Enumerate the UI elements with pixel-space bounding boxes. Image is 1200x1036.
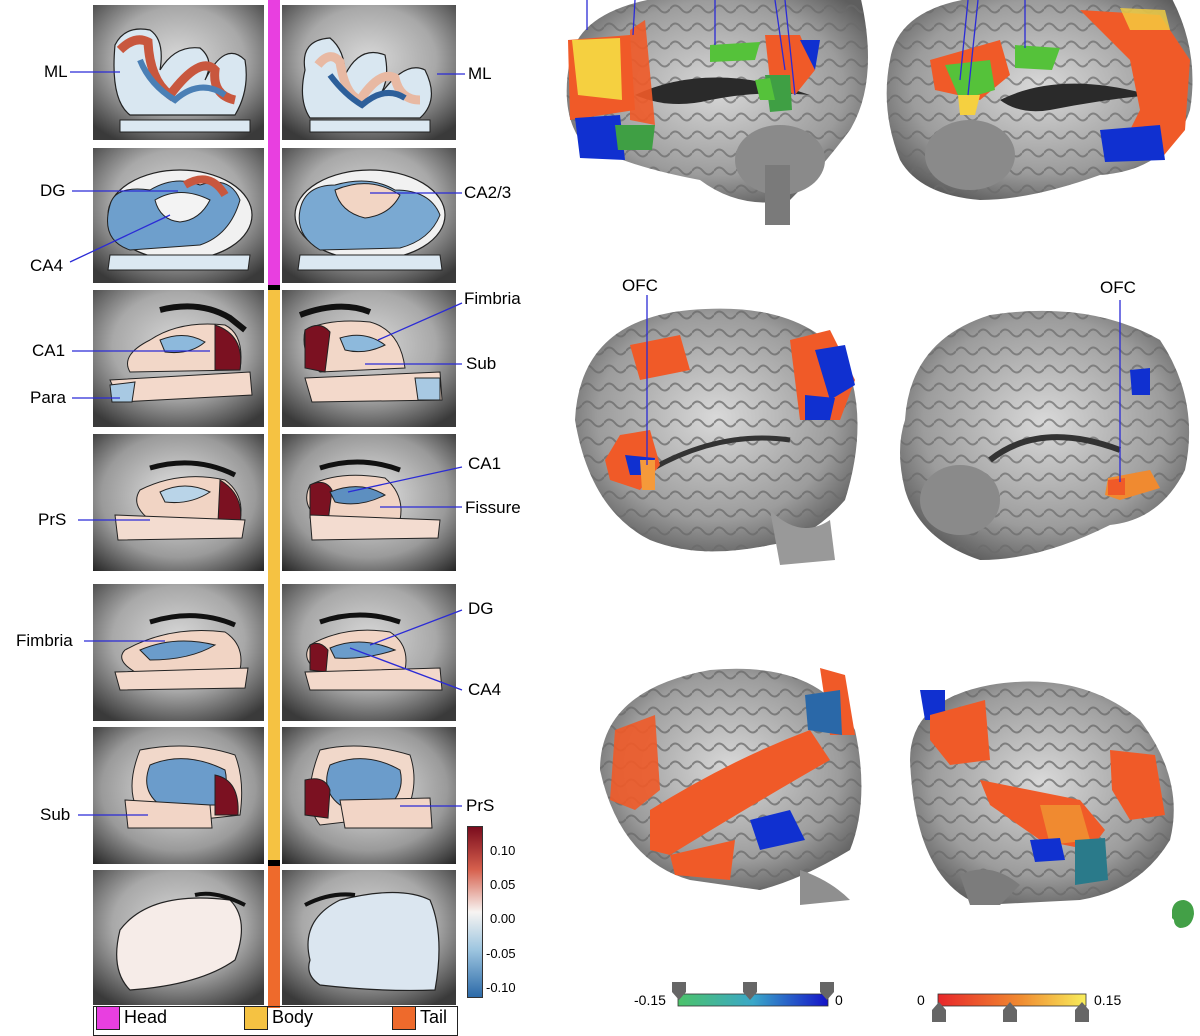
colorbar-tick: 0.10 — [490, 843, 516, 858]
effect-colorbar — [467, 826, 483, 998]
label-dg-row5: DG — [468, 599, 494, 618]
segment-bar-head — [268, 0, 280, 285]
label-ml-left: ML — [44, 62, 68, 81]
label-ca4-row5: CA4 — [468, 680, 502, 699]
brain-medial-right — [886, 0, 1193, 200]
label-prs-row6: PrS — [466, 796, 495, 815]
label-prs-row4: PrS — [38, 510, 67, 529]
label-ofc-right: OFC — [1100, 278, 1136, 297]
brain-medial-right-mid — [900, 300, 1190, 560]
colorbar-ry-min: 0 — [917, 992, 925, 1008]
elephant-icon — [1172, 900, 1194, 928]
label-sub-row3: Sub — [466, 354, 497, 373]
label-ca1-row3: CA1 — [32, 341, 66, 360]
brain-lateral-bottom-right — [910, 681, 1174, 905]
colorbar-tick: 0.05 — [490, 877, 516, 892]
label-ofc-left: OFC — [622, 276, 658, 295]
label-fimbria-row3: Fimbria — [464, 289, 521, 308]
colorbar-green-blue — [672, 982, 834, 1007]
hippocampus-panels — [69, 5, 465, 1005]
label-ca23-row2: CA2/3 — [464, 183, 512, 202]
legend-tail: Tail — [392, 1006, 447, 1034]
label-sub-row6: Sub — [40, 805, 71, 824]
colorbar-tick: -0.05 — [486, 946, 516, 961]
legend-head-swatch — [96, 1006, 120, 1030]
segment-bar-divider — [268, 860, 280, 866]
segment-bar-divider — [268, 285, 280, 290]
label-fimbria-row5: Fimbria — [16, 631, 73, 650]
legend-body: Body — [244, 1006, 313, 1034]
label-ca4-row2: CA4 — [30, 256, 64, 275]
colorbar-tick: 0.00 — [490, 911, 516, 926]
brain-lateral-bottom-left — [600, 668, 862, 905]
colorbar-gb-max: 0 — [835, 992, 843, 1008]
legend-head-label: Head — [124, 1006, 168, 1027]
hippocampus-figure: ML ML DG CA4 CA2/3 CA1 Para Fimbria Sub … — [0, 0, 560, 1036]
brain-medial-left — [566, 0, 868, 225]
segment-bar-body — [268, 290, 280, 860]
legend-tail-label: Tail — [420, 1006, 448, 1027]
brain-lateral-left — [575, 295, 858, 565]
label-fissure-row4: Fissure — [465, 498, 521, 517]
legend-body-label: Body — [272, 1006, 314, 1027]
colorbar-red-yellow — [932, 993, 1089, 1022]
legend-head: Head — [96, 1006, 167, 1034]
colorbar-tick: -0.10 — [486, 980, 516, 995]
legend-tail-swatch — [392, 1006, 416, 1030]
segment-bar-tail — [268, 866, 280, 1008]
colorbar-ry-max: 0.15 — [1094, 992, 1122, 1008]
colorbar-gb-min: -0.15 — [634, 992, 666, 1008]
label-ca1-row4: CA1 — [468, 454, 502, 473]
legend-body-swatch — [244, 1006, 268, 1030]
label-ml-right: ML — [468, 64, 492, 83]
label-para-row3: Para — [30, 388, 66, 407]
label-dg-row2: DG — [40, 181, 66, 200]
brain-renderings — [566, 0, 1194, 1022]
